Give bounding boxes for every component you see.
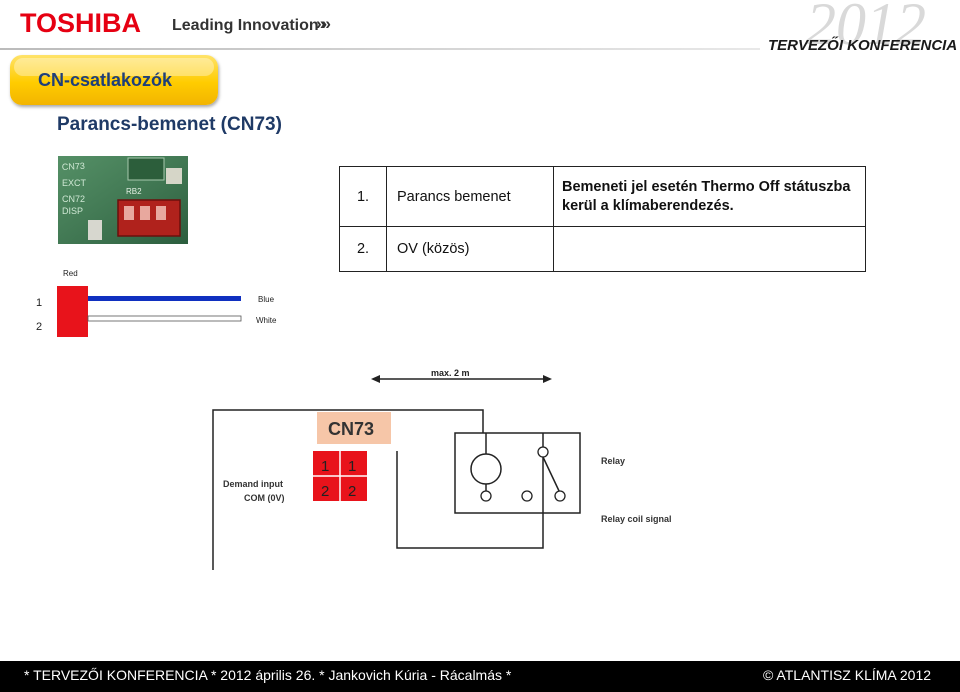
tagline: Leading Innovation (172, 17, 319, 34)
wire-path (212, 409, 484, 570)
header-divider (0, 48, 760, 50)
white-wire (87, 315, 242, 322)
badge-highlight (14, 58, 214, 76)
svg-text:RB2: RB2 (126, 187, 142, 196)
pin1-label: 1 (36, 297, 42, 309)
distance-label: max. 2 m (431, 368, 470, 378)
schematic: max. 2 m CN73 1 1 2 2 Demand input COM (… (212, 368, 672, 570)
section-badge (10, 55, 218, 105)
pin-function: Parancs bemenet (386, 166, 554, 227)
slide-subtitle: Parancs-bemenet (CN73) (57, 114, 282, 135)
relay-switch-icon (542, 456, 561, 494)
pin-description (553, 226, 866, 272)
conference-title: TERVEZŐI KONFERENCIA (768, 37, 958, 54)
table-row: 2. OV (közös) (339, 226, 866, 272)
wire2-label: White (256, 316, 277, 325)
wire1-label: Blue (258, 295, 275, 304)
svg-text:CN72: CN72 (62, 194, 85, 204)
relay-label: Relay (601, 456, 625, 466)
pin-label: 1 (348, 458, 356, 475)
section-badge-label: CN-csatlakozók (38, 70, 173, 90)
svg-text:CN73: CN73 (62, 161, 86, 172)
conference-year: 2012 (806, 0, 926, 57)
toshiba-logo: TOSHIBA (20, 8, 142, 38)
pin-label: 2 (348, 483, 356, 500)
blue-wire (88, 296, 241, 301)
svg-text:EXCT: EXCT (62, 178, 87, 188)
relay-coil-icon (470, 453, 502, 485)
footer-copyright: © ATLANTISZ KLÍMA 2012 (763, 667, 932, 683)
wire-path (396, 433, 544, 549)
pcb-photo: CN73 EXCT CN72 DISP RB2 (58, 156, 188, 244)
arrow-right-icon (543, 375, 552, 383)
pin-function: OV (közös) (386, 226, 554, 272)
demand-input-label: Demand input (223, 479, 283, 489)
pin-label: 2 (321, 483, 329, 500)
footer-bar (0, 661, 960, 692)
wiring-diagram: Red 1 2 Blue White (36, 269, 277, 337)
double-arrow-icon: »» (316, 14, 331, 33)
relay-coil-label: Relay coil signal (601, 514, 672, 524)
pin-description: Bemeneti jel esetén Thermo Off státuszba… (553, 166, 866, 227)
svg-text:DISP: DISP (62, 206, 83, 216)
table-row: 1. Parancs bemenet Bemeneti jel esetén T… (339, 166, 866, 227)
pin2-label: 2 (36, 321, 42, 333)
pin-number: 1. (339, 166, 387, 227)
pin-number: 2. (339, 226, 387, 272)
pin-table: 1. Parancs bemenet Bemeneti jel esetén T… (339, 166, 866, 272)
relay-box (454, 432, 581, 514)
pin-label: 1 (321, 458, 329, 475)
arrow-left-icon (371, 375, 380, 383)
connector-color-label: Red (63, 269, 78, 278)
footer-event-text: * TERVEZŐI KONFERENCIA * 2012 április 26… (24, 667, 512, 683)
com-label: COM (0V) (244, 493, 285, 503)
connector-name: CN73 (328, 419, 374, 439)
cn73-label-box (317, 412, 391, 444)
connector-housing (57, 286, 88, 337)
